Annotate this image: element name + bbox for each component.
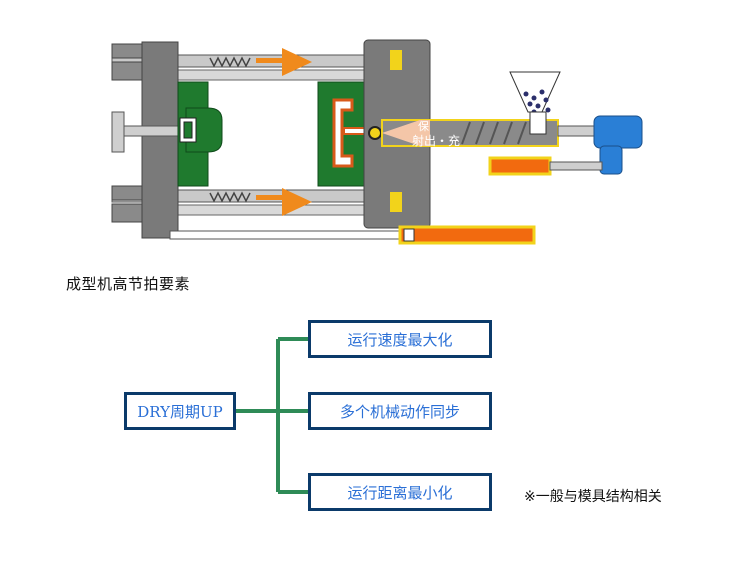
clamp-cylinder [398, 225, 536, 245]
diagram-caption: 成型机高节拍要素 [66, 275, 191, 293]
footnote: ※一般与模具结构相关 [524, 489, 662, 505]
injection-cylinder-rod [549, 161, 603, 171]
rear-platen [141, 41, 179, 239]
hopper-throat [529, 111, 547, 135]
clamp-piston [403, 228, 415, 242]
root-node: DRY周期UP [124, 392, 236, 430]
motor-mount [599, 145, 623, 175]
child-node-distance: 运行距离最小化 [308, 473, 492, 511]
platen-marker [390, 192, 402, 212]
arrow-icon [256, 188, 312, 216]
melt-zone [382, 120, 430, 146]
child-node-speed: 运行速度最大化 [308, 320, 492, 358]
screw [461, 121, 527, 145]
hold-pressure-label: 保 [418, 119, 429, 133]
child-node-sync: 多个机械动作同步 [308, 392, 492, 430]
injection-fill-label: 射出・充 [412, 133, 460, 148]
ejector-inner [183, 121, 193, 139]
mold-cavity [332, 98, 354, 168]
injection-molding-machine-diagram: 保 射出・充 [111, 39, 643, 245]
clamp-piston-head [111, 111, 125, 153]
spring-top [209, 56, 251, 68]
spring-bottom [209, 191, 251, 203]
platen-marker [390, 50, 402, 70]
arrow-icon [256, 48, 312, 76]
